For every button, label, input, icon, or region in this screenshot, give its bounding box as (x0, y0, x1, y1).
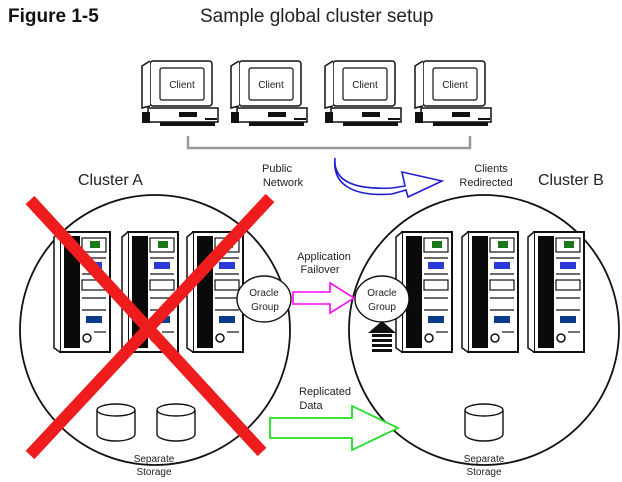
client-label: Client (258, 80, 284, 91)
server-rack (461, 231, 519, 353)
failure-x-mark (25, 193, 275, 460)
cluster-b: Oracle Group Separate Storage (348, 194, 620, 478)
storage-a-label-line1: Separate (134, 454, 175, 465)
client-workstation: Client (324, 60, 402, 127)
failover-label-line2: Failover (300, 264, 339, 276)
replication-label-line2: Data (299, 400, 323, 412)
client-workstation: Client (230, 60, 308, 127)
replication-arrow (269, 404, 401, 452)
oracle-group-b-label-line1: Oracle (367, 288, 397, 299)
storage-disk (96, 403, 136, 442)
redirect-arrow (333, 157, 445, 199)
failover-label-line1: Application (297, 251, 351, 263)
client-workstation: Client (414, 60, 492, 127)
cluster-b-title: Cluster B (538, 172, 604, 189)
server-rack (527, 231, 585, 353)
public-network-line (186, 136, 472, 150)
figure-title: Sample global cluster setup (200, 6, 434, 27)
clients-redirected-label-line1: Clients (474, 163, 508, 175)
storage-disk (156, 403, 196, 442)
client-label: Client (442, 80, 468, 91)
storage-b-label-line2: Storage (466, 467, 501, 478)
oracle-group-b (354, 275, 410, 323)
public-network-label-line1: Public (262, 163, 292, 175)
client-label: Client (352, 80, 378, 91)
client-label: Client (169, 80, 195, 91)
storage-disk (464, 403, 504, 442)
failover-arrow (292, 281, 356, 315)
up-arrow-icon (368, 321, 396, 352)
storage-b-label-line1: Separate (464, 454, 505, 465)
clients-redirected-label-line2: Redirected (459, 177, 512, 189)
client-workstation: Client (141, 60, 219, 127)
figure-label: Figure 1-5 (8, 6, 99, 27)
replication-label-line1: Replicated (299, 386, 351, 398)
oracle-group-a (236, 275, 292, 323)
oracle-group-b-label-line2: Group (368, 302, 396, 313)
oracle-group-a-label-line1: Oracle (249, 288, 279, 299)
oracle-group-a-label-line2: Group (251, 302, 279, 313)
cluster-a-title: Cluster A (78, 172, 143, 189)
storage-a-label-line2: Storage (136, 467, 171, 478)
public-network-label-line2: Network (263, 177, 304, 189)
